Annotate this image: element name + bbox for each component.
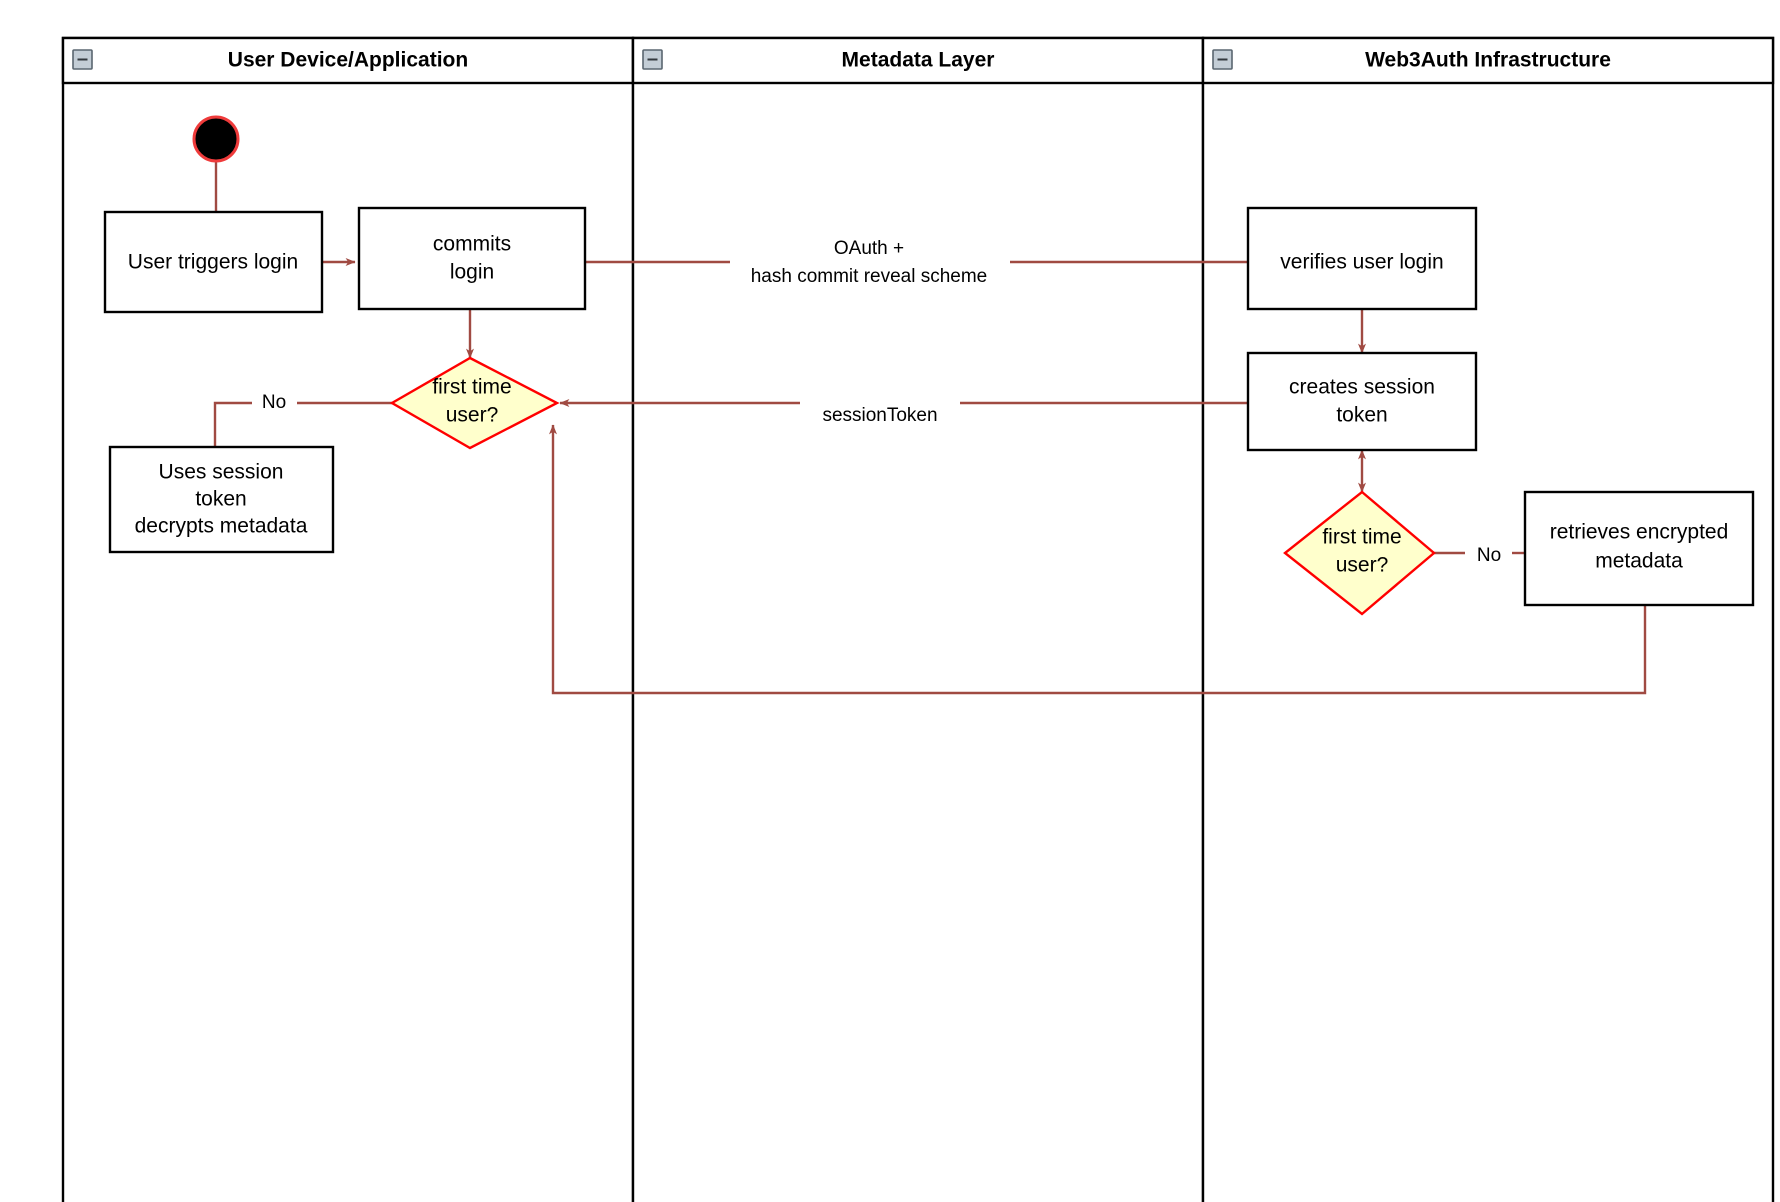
node-label-uses-session-line3: decrypts metadata: [135, 515, 308, 538]
node-user-triggers-login[interactable]: User triggers login: [103, 210, 324, 314]
edge-label-oauth-line2: hash commit reveal scheme: [751, 266, 988, 287]
node-verifies-user-login[interactable]: verifies user login: [1246, 206, 1478, 311]
node-commits-login[interactable]: commits login: [357, 206, 587, 311]
lane-title-metadata: Metadata Layer: [842, 49, 995, 72]
node-label-decision-user-line2: user?: [446, 404, 499, 427]
node-label-decision-web3auth-line1: first time: [1322, 526, 1401, 549]
node-label-creates-session-line1: creates session: [1289, 376, 1435, 399]
edge-label-no-web3auth-lane: No: [1477, 545, 1501, 566]
node-creates-session-token[interactable]: creates session token: [1246, 351, 1478, 452]
lane-title-web3auth: Web3Auth Infrastructure: [1365, 49, 1611, 72]
edge-label-no-user-lane: No: [262, 392, 286, 413]
node-label-retrieves-line1: retrieves encrypted: [1550, 521, 1729, 544]
node-label-user-triggers-login: User triggers login: [128, 251, 298, 274]
node-label-decision-web3auth-line2: user?: [1336, 554, 1389, 577]
edge-label-oauth-line1: OAuth +: [834, 238, 904, 259]
lane-title-user-device: User Device/Application: [228, 49, 468, 72]
node-label-uses-session-line1: Uses session: [159, 461, 284, 484]
node-label-commits-login-line1: commits: [433, 233, 511, 256]
node-label-uses-session-line2: token: [195, 488, 246, 511]
node-label-verifies-user-login: verifies user login: [1280, 251, 1443, 274]
collapse-minus-icon[interactable]: [1212, 49, 1233, 70]
flow-no-to-uses-session-token: [213, 401, 252, 447]
node-uses-session-token[interactable]: Uses session token decrypts metadata: [108, 445, 335, 554]
collapse-minus-icon[interactable]: [642, 49, 663, 70]
collapse-minus-icon[interactable]: [72, 49, 93, 70]
flow-loop-back-to-user-decision: [549, 424, 1647, 695]
node-label-creates-session-line2: token: [1336, 404, 1387, 427]
node-label-commits-login-line2: login: [450, 261, 494, 284]
node-decision-web3auth-first-time[interactable]: first time user?: [1283, 490, 1436, 616]
start-node: [192, 115, 240, 163]
edge-label-session-token: sessionToken: [822, 405, 937, 426]
lane-metadata[interactable]: Metadata Layer: [631, 36, 1205, 1202]
node-label-decision-user-line1: first time: [432, 376, 511, 399]
node-label-retrieves-line2: metadata: [1595, 550, 1683, 573]
lane-web3auth[interactable]: Web3Auth Infrastructure: [1201, 36, 1775, 1202]
node-decision-user-first-time[interactable]: first time user?: [389, 356, 560, 450]
node-retrieves-encrypted-metadata[interactable]: retrieves encrypted metadata: [1523, 490, 1755, 607]
